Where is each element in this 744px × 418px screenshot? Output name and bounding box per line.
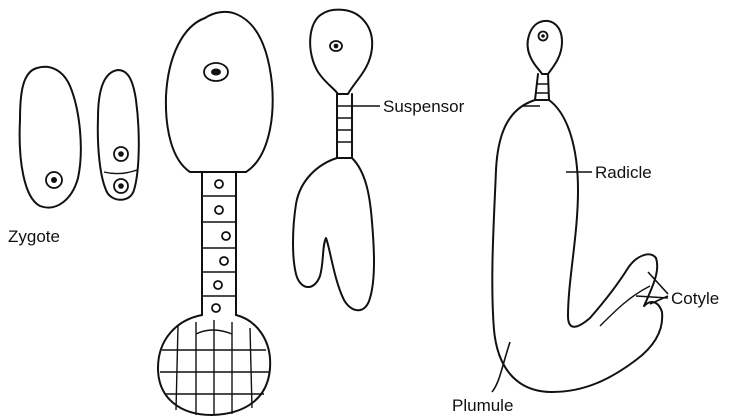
suspensor-label: Suspensor [383,97,465,116]
radicle-label: Radicle [595,163,652,182]
zygote-cell [20,67,81,208]
heart-shaped-embryo [293,10,374,311]
cotyle-label: Cotyle [671,289,719,308]
plumule-label: Plumule [452,396,513,415]
plumule-leader [492,342,510,392]
mature-embryo [492,21,662,392]
zygote-label: Zygote [8,227,60,246]
two-celled-embryo [98,70,139,200]
globular-proembryo [158,12,273,415]
